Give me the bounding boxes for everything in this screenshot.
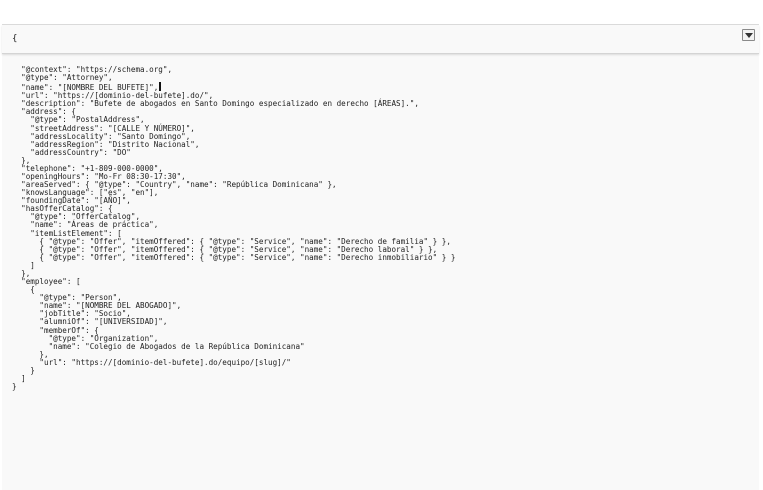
chevron-down-icon — [745, 33, 753, 38]
text-cursor — [159, 82, 161, 92]
code-text-before-cursor: "@context": "https://schema.org", "@type… — [21, 65, 173, 93]
json-code-panel: { "@context": "https://schema.org", "@ty… — [2, 24, 759, 490]
code-block-header[interactable]: { — [2, 25, 759, 54]
expand-toggle-button[interactable] — [742, 29, 755, 41]
code-summary-text: { — [12, 34, 18, 44]
json-code-editor[interactable]: "@context": "https://schema.org", "@type… — [12, 65, 456, 392]
code-text-after-cursor: "url": "https://[dominio-del-bufete].do/… — [12, 91, 456, 392]
